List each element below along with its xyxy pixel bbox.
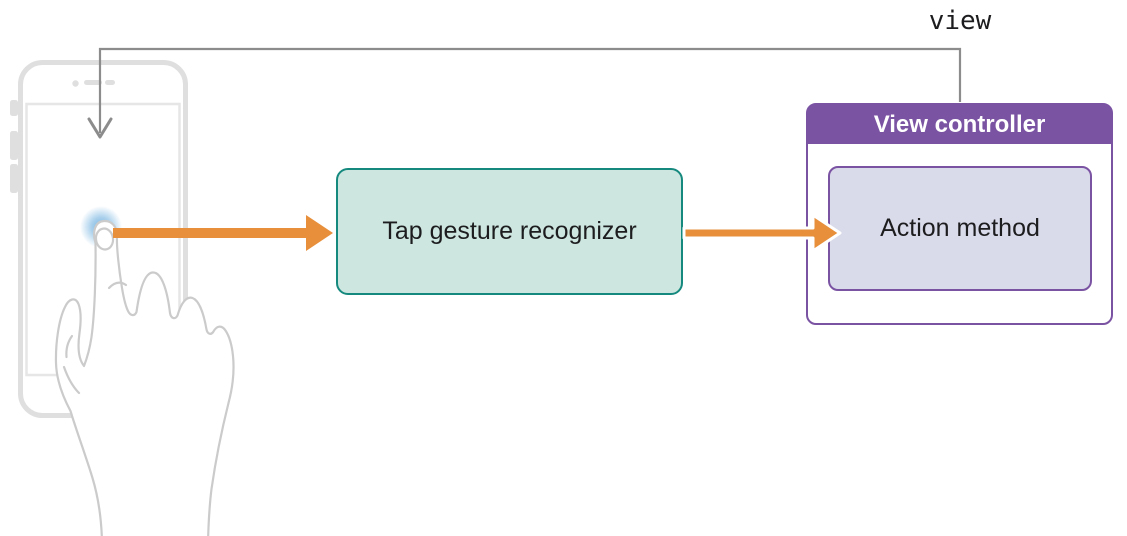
view-controller-box: View controller Action method (806, 103, 1113, 325)
phone-camera-dot (72, 80, 79, 87)
view-connector-line (87, 47, 962, 139)
tap-gesture-recognizer-label: Tap gesture recognizer (382, 217, 637, 245)
tap-gesture-recognizer-box: Tap gesture recognizer (336, 168, 683, 295)
tapping-hand-icon (54, 219, 235, 536)
action-method-box: Action method (828, 166, 1092, 291)
view-controller-title: View controller (873, 110, 1046, 138)
phone-speaker-slot-2 (105, 80, 115, 85)
phone-side-buttons (10, 100, 18, 193)
view-controller-header: View controller (808, 105, 1111, 144)
arrow-down-icon (87, 117, 113, 139)
action-method-label: Action method (880, 214, 1040, 242)
view-property-label: view (928, 6, 992, 36)
phone-speaker-slot (84, 80, 102, 85)
fingernail (94, 227, 115, 251)
